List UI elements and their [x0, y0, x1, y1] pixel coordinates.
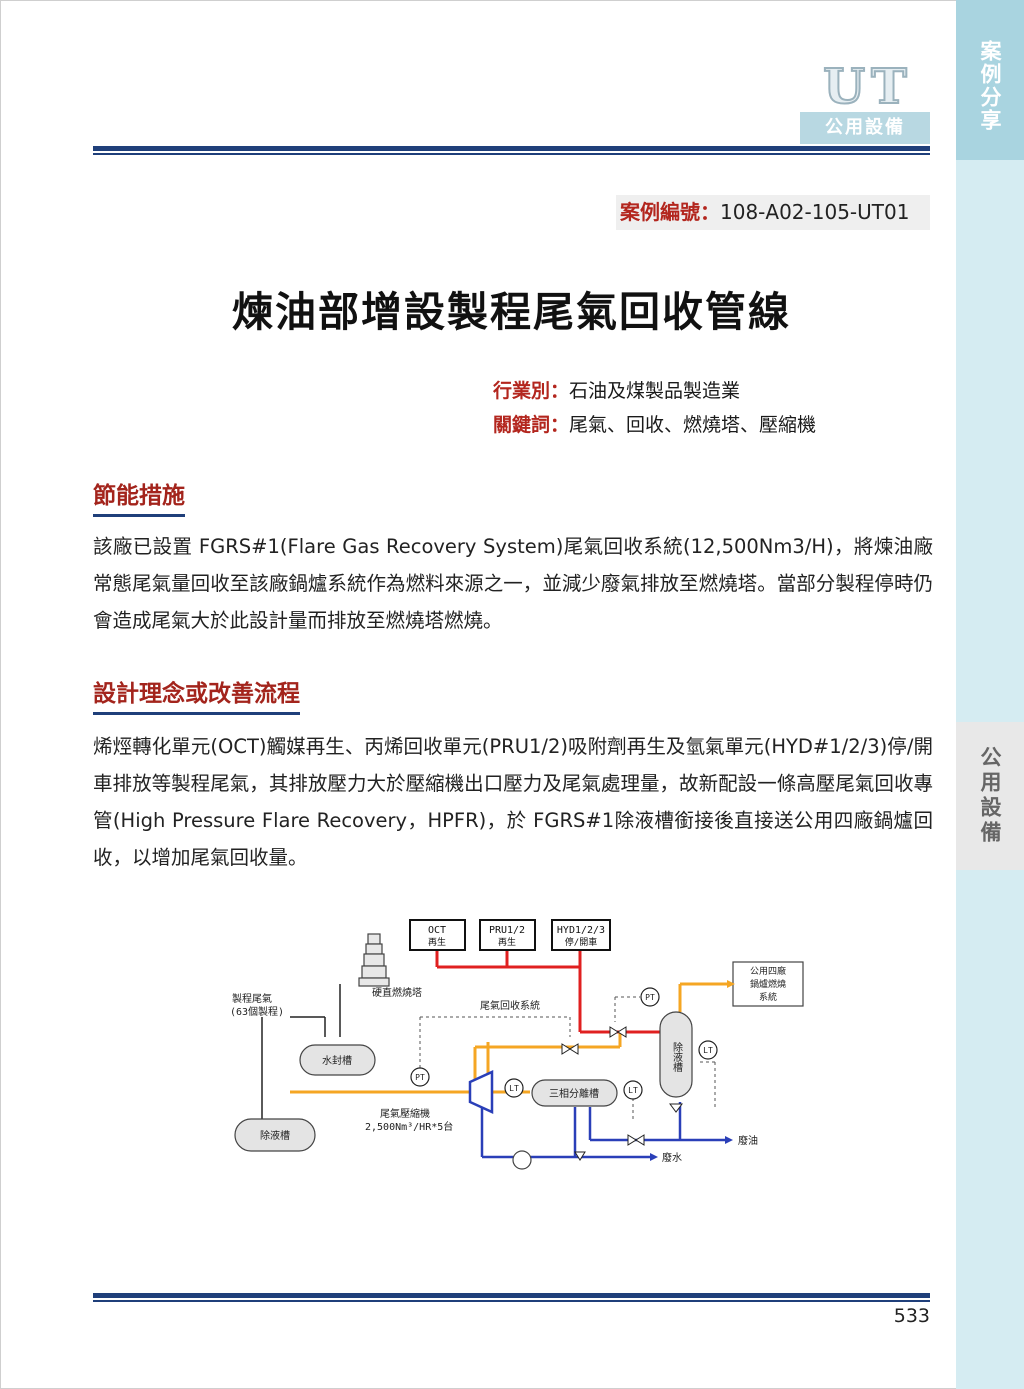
page-title: 煉油部增設製程尾氣回收管線 — [232, 288, 791, 336]
box-oct — [409, 919, 466, 951]
box-pru-label: PRU1/2 — [489, 925, 525, 936]
liquid-blue-lines — [480, 1102, 725, 1159]
box-oct-sub: 再生 — [428, 936, 446, 948]
footer-rule — [93, 1293, 930, 1302]
boiler-line1: 公用四廠 — [750, 965, 786, 977]
ut-logo-badge: 公用設備 — [800, 112, 930, 144]
compressor-spec: 2,500Nm³/HR*5台 — [365, 1120, 453, 1133]
side-tab-case-share-label: 案例分享 — [978, 40, 1002, 132]
section-heading-energy-measure: 節能措施 — [93, 476, 185, 517]
three-phase-separator — [531, 1079, 618, 1107]
lt-bubble-drum — [698, 1040, 718, 1060]
section-body-energy-measure: 該廠已設置 FGRS#1(Flare Gas Recovery System)尾… — [93, 535, 933, 632]
valve-waste-water — [574, 1151, 586, 1161]
knockout-drum-left — [234, 1118, 316, 1152]
knockout-drum-left-label: 除液槽 — [260, 1129, 290, 1142]
side-tab-case-share[interactable]: 案例分享 — [956, 0, 1024, 160]
flare-tower-label: 硬直燃燒塔 — [372, 986, 422, 999]
lt-compressor-label: LT — [509, 1084, 519, 1093]
waste-water-arrow — [650, 1153, 658, 1161]
three-phase-separator-label: 三相分離槽 — [549, 1087, 599, 1100]
heat-exchanger-icon — [512, 1150, 532, 1170]
compressor-icon — [468, 1070, 494, 1114]
boiler-system-box — [732, 961, 804, 1007]
section-heading-energy-measure-text: 節能措施 — [93, 483, 185, 509]
lt-bubble-separator — [623, 1080, 643, 1100]
meta-industry-value: 石油及煤製品製造業 — [569, 380, 741, 402]
box-pru — [479, 919, 536, 951]
case-number: 案例編號：108-A02-105-UT01 — [616, 195, 930, 230]
box-pru-sub: 再生 — [498, 936, 516, 948]
box-hyd-sub: 停/開車 — [565, 936, 597, 948]
meta-industry: 行業別：石油及煤製品製造業 — [493, 376, 740, 403]
instrument-dashed-lines — [419, 996, 716, 1122]
ut-logo: UT 公用設備 — [800, 59, 930, 144]
water-seal-drum — [299, 1044, 376, 1076]
valve-waste-oil-b — [635, 1134, 645, 1146]
pt-right-label: PT — [645, 993, 655, 1002]
side-tab-utilities-label: 公用設備 — [978, 746, 1002, 846]
flare-tower-icon — [358, 933, 390, 987]
meta-industry-label: 行業別： — [493, 380, 570, 402]
pt-bubble-right — [640, 987, 660, 1007]
meta-keywords-value: 尾氣、回收、燃燒塔、壓縮機 — [569, 414, 817, 436]
side-tab-utilities[interactable]: 公用設備 — [956, 722, 1024, 870]
valve-red-line-b — [617, 1026, 627, 1038]
lt-bubble-compressor — [504, 1078, 524, 1098]
knockout-drum-right-label: 除液槽 — [671, 1041, 683, 1073]
process-gas-label: 製程尾氣 — [232, 992, 272, 1005]
section-heading-design-concept-text: 設計理念或改善流程 — [93, 681, 300, 707]
valve-drum-bottom — [669, 1103, 683, 1113]
water-seal-label: 水封槽 — [322, 1054, 352, 1067]
boiler-line2: 鍋爐燃燒 — [750, 978, 786, 990]
valve-recovery-b — [569, 1043, 579, 1055]
box-hyd — [551, 919, 611, 951]
section-heading-design-concept: 設計理念或改善流程 — [93, 674, 300, 715]
meta-keywords-label: 關鍵詞： — [493, 414, 570, 436]
box-hyd-label: HYD1/2/3 — [557, 925, 605, 936]
boiler-line3: 系統 — [759, 991, 777, 1003]
box-oct-label: OCT — [428, 925, 446, 936]
boiler-arrow — [727, 980, 735, 988]
waste-water-label: 廢水 — [662, 1151, 682, 1164]
process-flow-diagram: OCT 再生 PRU1/2 再生 HYD1/2/3 停/開車 硬直燃燒塔 製程尾… — [230, 919, 804, 1170]
pt-left-label: PT — [415, 1073, 425, 1082]
case-number-value: 108-A02-105-UT01 — [720, 200, 910, 224]
pt-bubble-left — [410, 1067, 430, 1087]
recovery-system-label: 尾氣回收系統 — [480, 999, 540, 1012]
section-body-design-concept: 烯烴轉化單元(OCT)觸媒再生、丙烯回收單元(PRU1/2)吸附劑再生及氫氣單元… — [93, 735, 933, 869]
valve-waste-oil — [627, 1134, 637, 1146]
header-rule — [93, 146, 930, 155]
compressor-label: 尾氣壓縮機 — [380, 1107, 430, 1120]
knockout-drum-right — [659, 1011, 693, 1098]
process-black-lines — [261, 984, 341, 1127]
process-gas-sub: (63個製程) — [230, 1005, 284, 1018]
valve-recovery — [561, 1043, 571, 1055]
valve-red-line — [609, 1026, 619, 1038]
case-number-label: 案例編號： — [620, 200, 720, 224]
page-number: 533 — [893, 1305, 930, 1327]
meta-keywords: 關鍵詞：尾氣、回收、燃燒塔、壓縮機 — [493, 410, 816, 437]
side-strip: 案例分享 公用設備 — [956, 0, 1024, 1389]
waste-oil-label: 廢油 — [738, 1134, 758, 1147]
lt-drum-label: LT — [703, 1046, 713, 1055]
ut-logo-letters: UT — [822, 59, 913, 115]
lt-separator-label: LT — [628, 1086, 638, 1095]
waste-oil-arrow — [725, 1136, 733, 1144]
hpfr-red-lines — [435, 950, 660, 1034]
